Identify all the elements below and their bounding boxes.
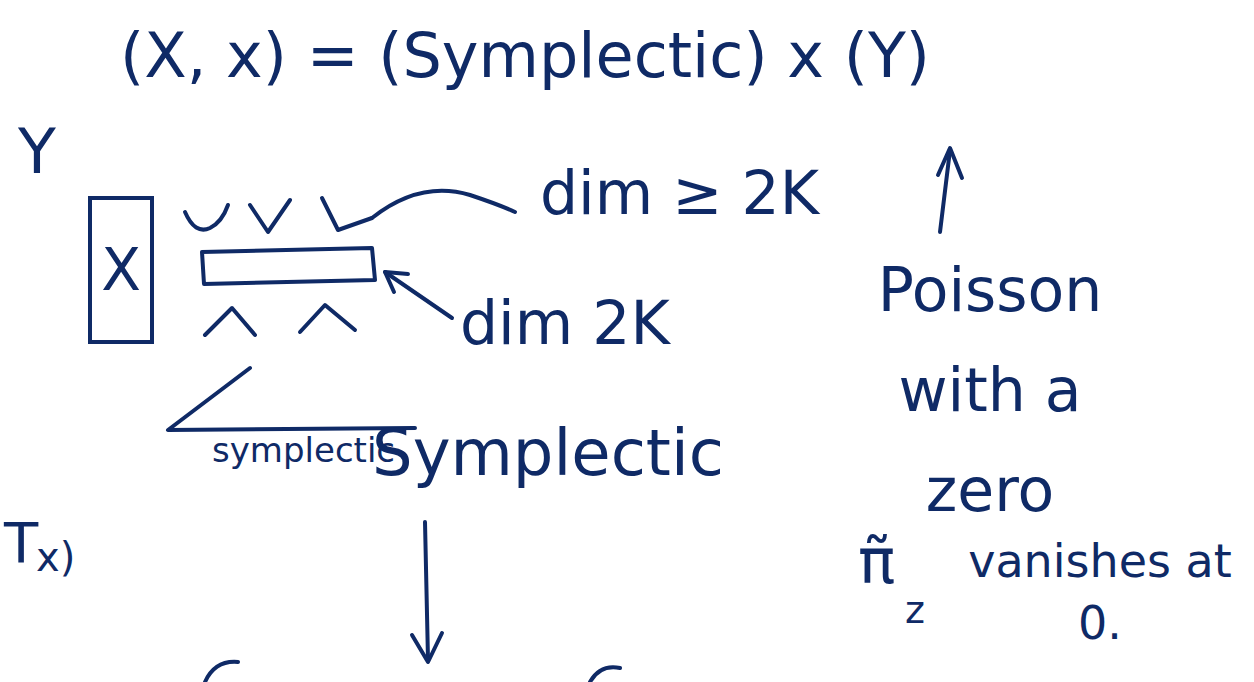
wiggle-mark [250,200,290,232]
caret-mark [300,305,355,332]
node-text: X [101,236,141,304]
dimension-note: dim 2K [460,290,670,356]
cut-text: x) [36,535,75,579]
pointer-arrow [385,272,452,318]
arrow-head [412,633,442,662]
subspace-rectangle [202,248,375,284]
wiggle-mark [185,205,228,230]
cut-text: T [4,512,38,574]
leader-line [372,191,515,218]
symbol-pi: π̃ [858,528,895,596]
caret-mark [205,308,255,335]
poisson-note: Poisson with a zero [830,240,1150,540]
space-name: Y [18,118,56,186]
cutoff-stroke [205,662,238,682]
arrow-head [938,148,962,178]
equation-heading: (X, x) = (Symplectic) x (Y) [120,22,930,90]
subscript: z [905,590,925,632]
arrow-head [385,272,408,292]
cutoff-stroke [590,667,620,682]
wiggle-mark [322,198,372,230]
boxed-point: X [88,196,154,344]
vanishing-note: vanishes at 0. [960,530,1240,654]
down-arrow [425,522,428,660]
dimension-note: dim ≥ 2K [540,160,819,226]
note-text: Symplectic [372,418,724,488]
note-text: symplectic [212,432,395,469]
